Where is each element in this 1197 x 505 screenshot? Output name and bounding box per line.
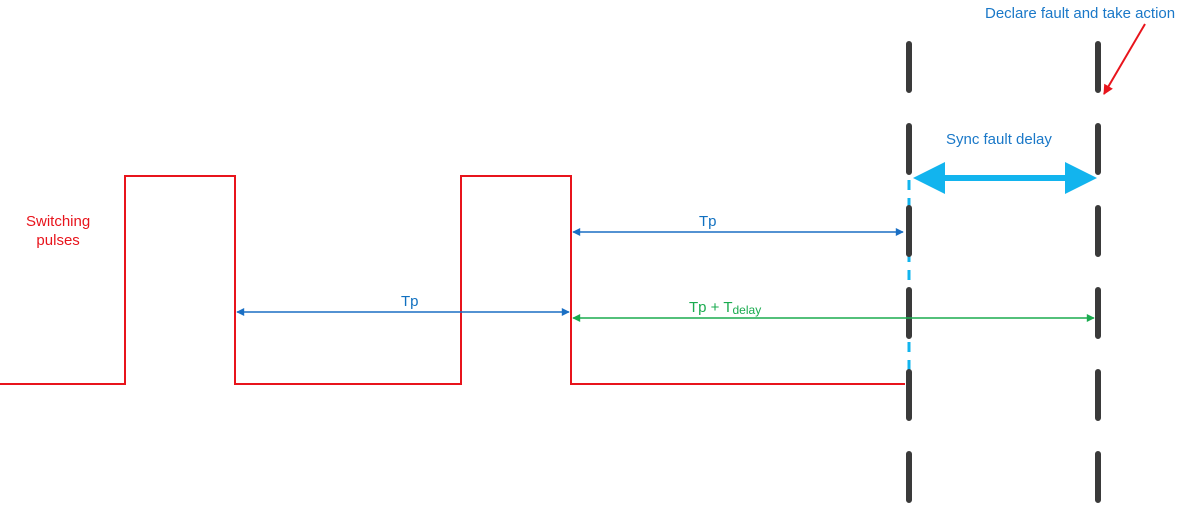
tp-plus-delay-label: Tp + Tdelay [689,299,761,317]
sync-fault-delay-label: Sync fault delay [946,131,1052,148]
switching-pulses-label-line1: Switching [26,213,91,230]
switching-pulses-label: Switching pulses [26,212,90,250]
tp-lower-label: Tp [401,293,419,310]
tp-upper-label: Tp [699,213,717,230]
declare-fault-pointer-arrow [1103,23,1146,95]
sync-fault-delay-arrow [913,162,1097,194]
tp-plus-delay-subscript: delay [732,303,762,317]
tp-plus-delay-main: Tp + T [689,299,733,316]
switching-pulses-label-line2: pulses [36,232,80,249]
switching-pulse-waveform [0,175,905,385]
declare-fault-label: Declare fault and take action [985,5,1176,22]
